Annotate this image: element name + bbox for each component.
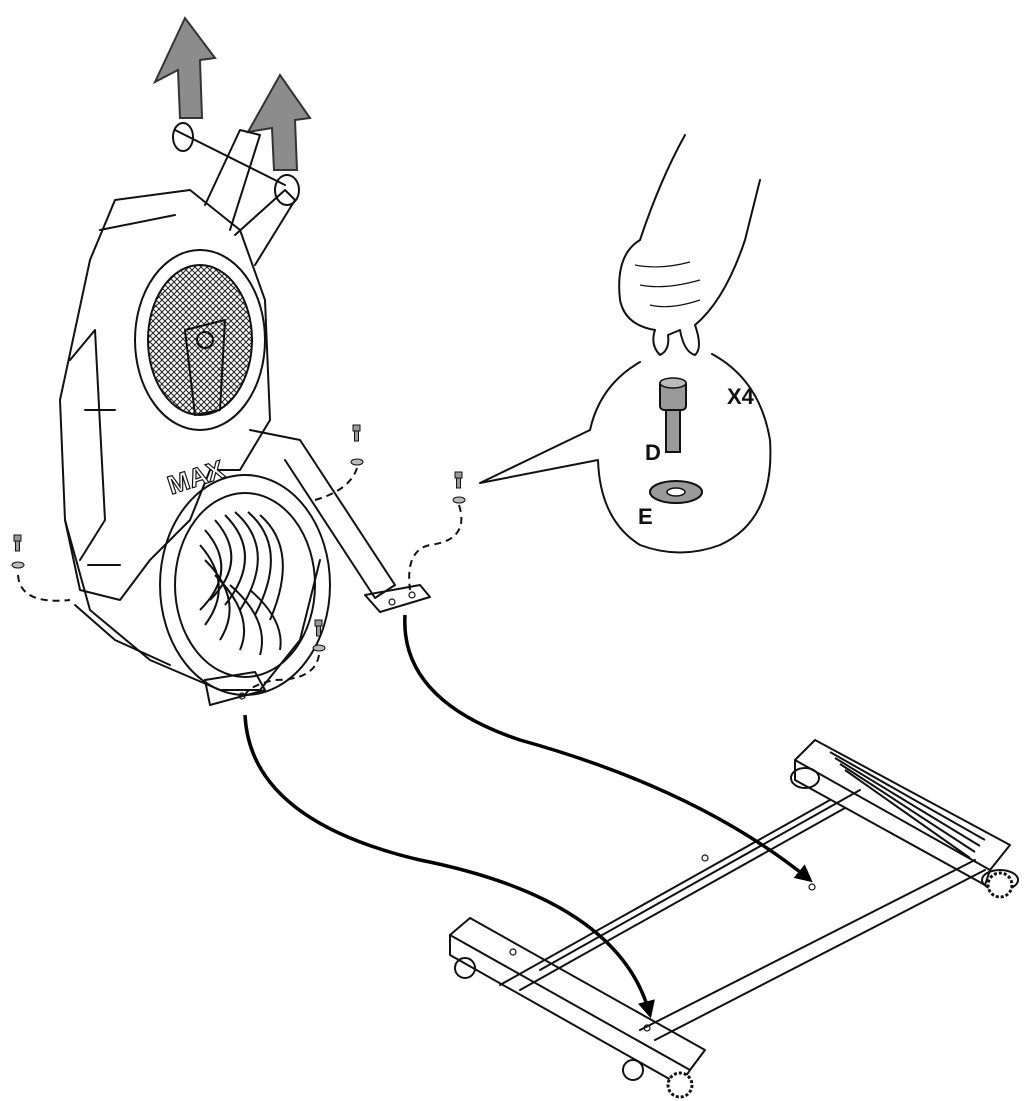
bolt-label: D bbox=[645, 440, 661, 465]
quantity-label: X4 bbox=[727, 384, 755, 409]
brand-logo: MAX bbox=[164, 454, 229, 501]
bolt-washer-left-icon bbox=[11, 534, 25, 569]
lift-arrow-left-icon bbox=[152, 16, 217, 119]
bolt-washer-right-icon bbox=[452, 471, 466, 504]
base-frame bbox=[449, 739, 1019, 1099]
placement-arrow-rear bbox=[243, 714, 655, 1019]
callout-bubble bbox=[479, 353, 772, 554]
lift-arrow-right-icon bbox=[246, 73, 312, 171]
hand-icon bbox=[618, 134, 761, 356]
washer-e-icon bbox=[649, 480, 703, 504]
placement-arrow-front bbox=[403, 614, 813, 883]
washer-label: E bbox=[638, 504, 653, 529]
bike-machine: MAX bbox=[59, 122, 431, 706]
bolt-d-icon bbox=[659, 377, 687, 453]
bolt-washer-lower-icon bbox=[312, 619, 326, 652]
bolt-washer-mid-icon bbox=[350, 424, 364, 466]
